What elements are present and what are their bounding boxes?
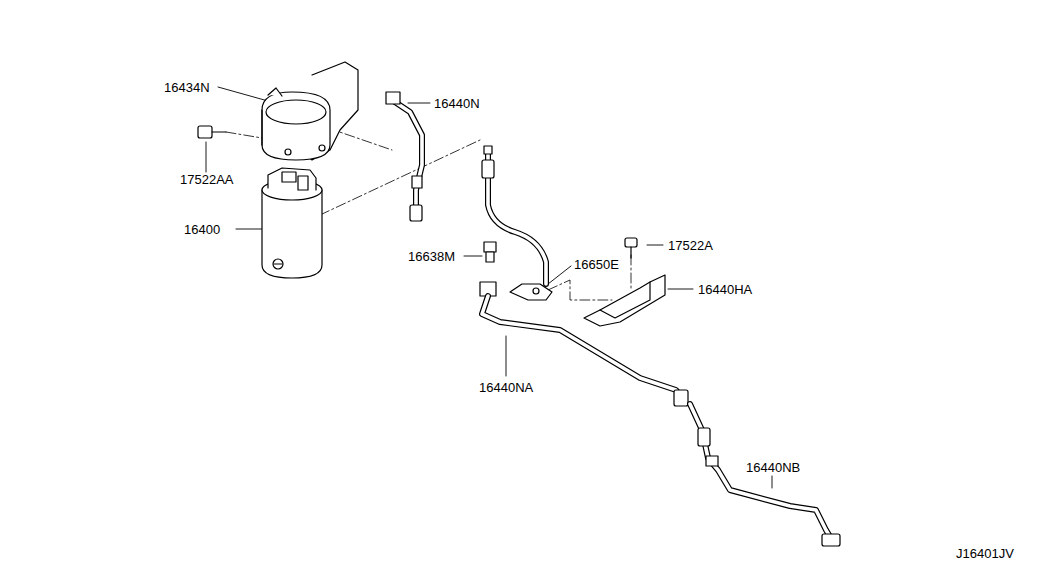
callout-number: 16440N [433, 97, 481, 110]
fuel-pipe [386, 92, 422, 221]
pipe-clip [510, 284, 552, 300]
callout-number: 16638M [407, 250, 456, 263]
callout-number: 16440NA [478, 381, 534, 394]
callout-number: 17522AA [179, 173, 235, 186]
assembly-guides [226, 128, 631, 300]
callout-number: 16440HA [697, 283, 753, 296]
callout-number: 16400 [183, 223, 221, 236]
leader-lines [206, 87, 772, 488]
filter-bracket [262, 62, 358, 160]
callout-number: 16440NB [745, 461, 801, 474]
callout-number: 16650E [573, 258, 620, 271]
callout-number: 17522A [667, 239, 714, 252]
callout-number: 16434N [163, 81, 211, 94]
bolt [198, 126, 226, 138]
diagram-code: J16401JV [955, 547, 1015, 560]
fuel-pipe [690, 404, 840, 546]
fuel-pipe [482, 146, 546, 284]
pressure-sensor [480, 242, 496, 296]
pipe-bracket [584, 238, 665, 326]
fuel-filter [262, 168, 322, 278]
